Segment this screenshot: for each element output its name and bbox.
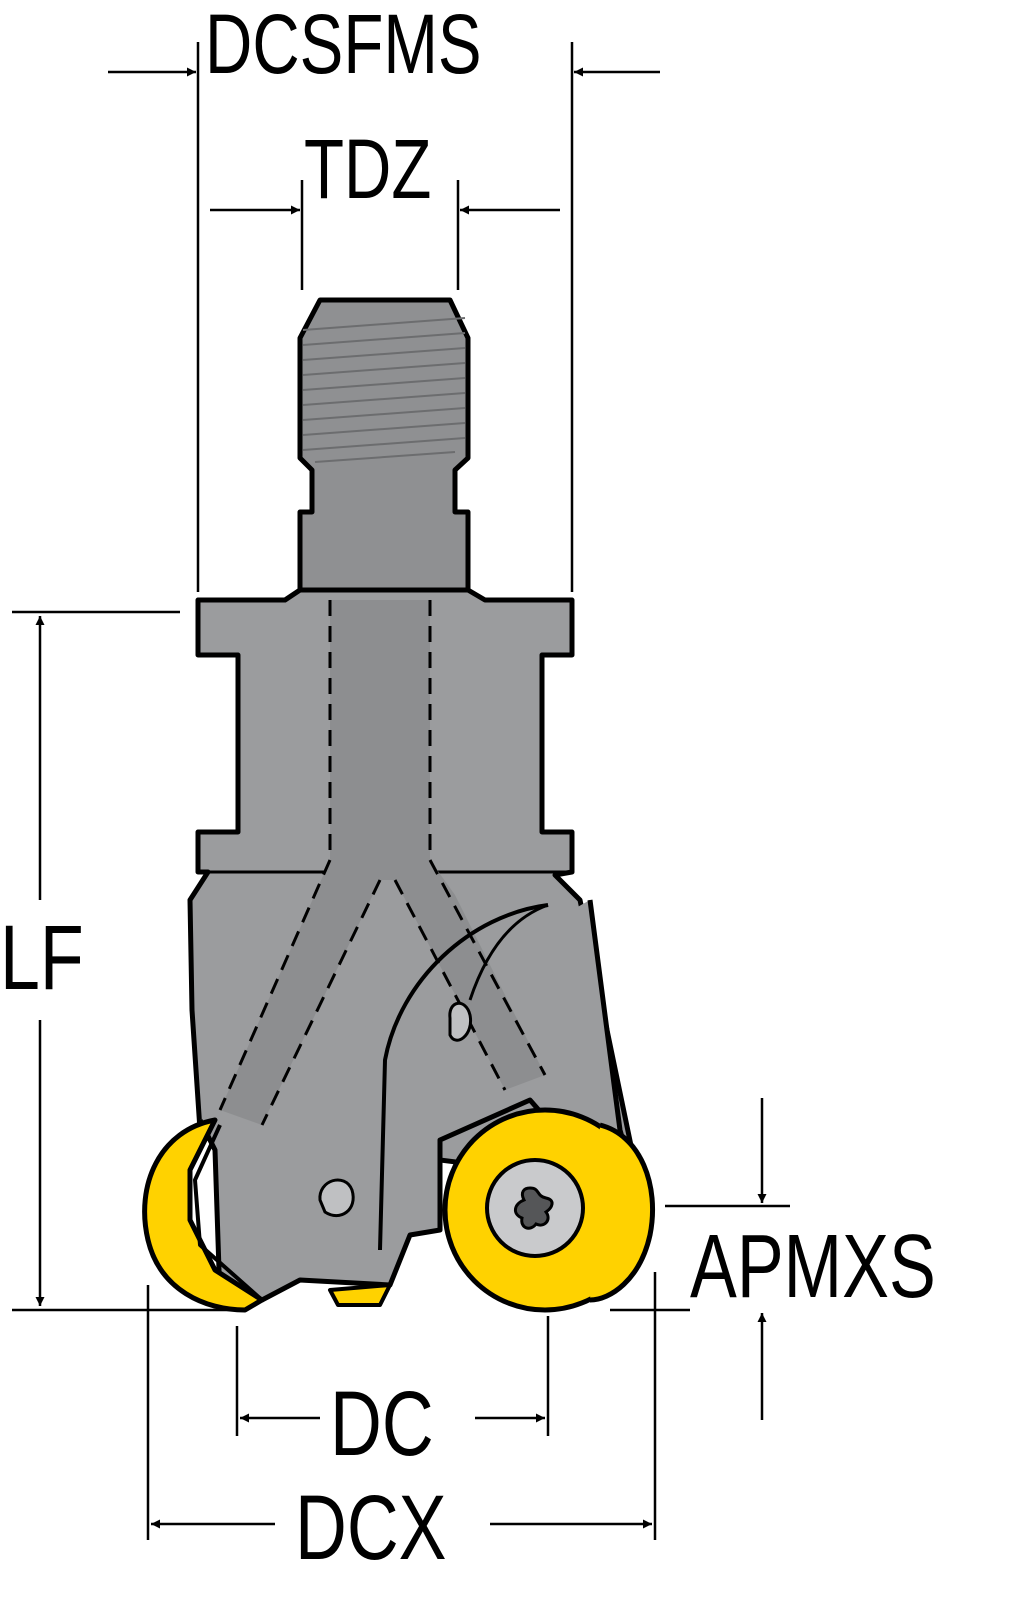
screw-recess [318, 1178, 355, 1218]
dc-label: DC [330, 1373, 434, 1475]
coolant-channel [218, 600, 547, 1126]
left-insert [142, 1117, 392, 1313]
dcsfms-label: DCSFMS [205, 0, 482, 91]
dimension-lines [12, 42, 790, 1540]
torx-icon [514, 1186, 554, 1230]
dimension-arrows [35, 67, 767, 1529]
tdz-label: TDZ [304, 122, 432, 216]
thread-lines [302, 317, 466, 463]
right-insert [442, 1107, 656, 1313]
lf-label: LF [0, 907, 84, 1009]
apmxs-label: APMXS [690, 1217, 936, 1317]
dcx-label: DCX [295, 1477, 447, 1579]
flute-curve [378, 903, 549, 1251]
